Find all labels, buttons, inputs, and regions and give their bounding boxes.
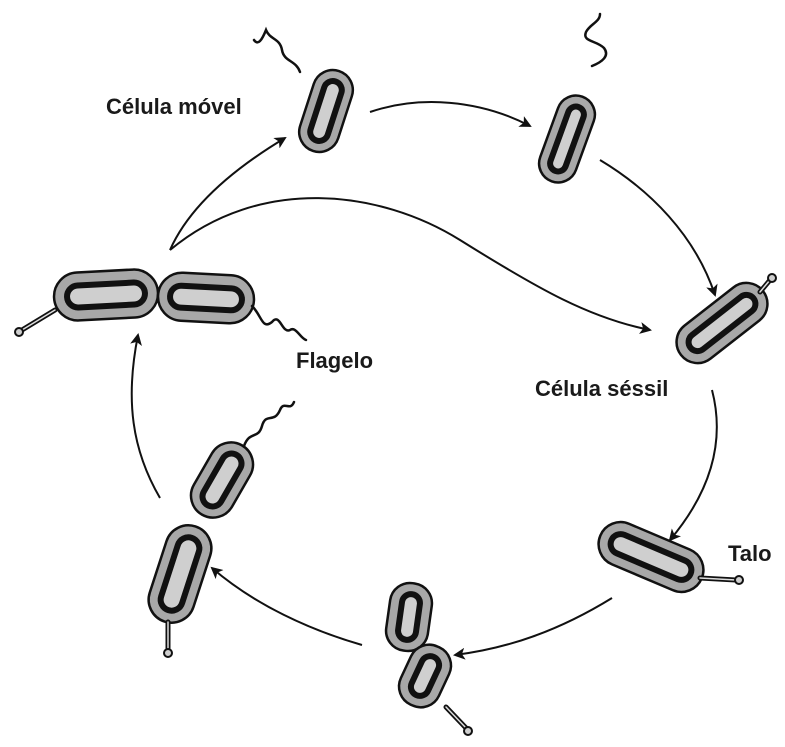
- arrow-predivisional-to-division: [132, 335, 160, 498]
- arrow-shedding-to-sessile: [600, 160, 715, 295]
- division-holdfast: [15, 328, 23, 336]
- talo-holdfast: [735, 576, 743, 584]
- dividing-cell-upper: [383, 580, 434, 653]
- motile-cell: [294, 65, 358, 157]
- division-cell-right: [157, 272, 255, 325]
- arrow-talo-to-dividing: [455, 598, 612, 655]
- predivisional-cell-upper: [183, 434, 261, 525]
- shedding-cell: [534, 90, 600, 188]
- sessile-holdfast: [768, 274, 776, 282]
- arrow-division-to-motile: [170, 138, 285, 250]
- label-sessile-cell: Célula séssil: [535, 378, 668, 400]
- label-stalk: Talo: [728, 543, 772, 565]
- arrow-dividing-to-predivisional: [212, 568, 362, 645]
- predivisional-flagellum: [244, 402, 294, 446]
- stalked-cell: [592, 515, 710, 598]
- label-motile-cell: Célula móvel: [106, 96, 242, 118]
- predivisional-cell-lower: [143, 519, 218, 628]
- label-flagellum: Flagelo: [296, 350, 373, 372]
- shed-flagellum: [585, 14, 606, 66]
- predivisional-holdfast: [164, 649, 172, 657]
- dividing-holdfast: [464, 727, 472, 735]
- division-flagellum: [252, 306, 306, 340]
- division-cell-left: [53, 268, 159, 321]
- arrow-sessile-to-talo: [670, 390, 717, 540]
- arrow-motile-to-shedding: [370, 102, 530, 126]
- motile-flagellum: [254, 30, 300, 72]
